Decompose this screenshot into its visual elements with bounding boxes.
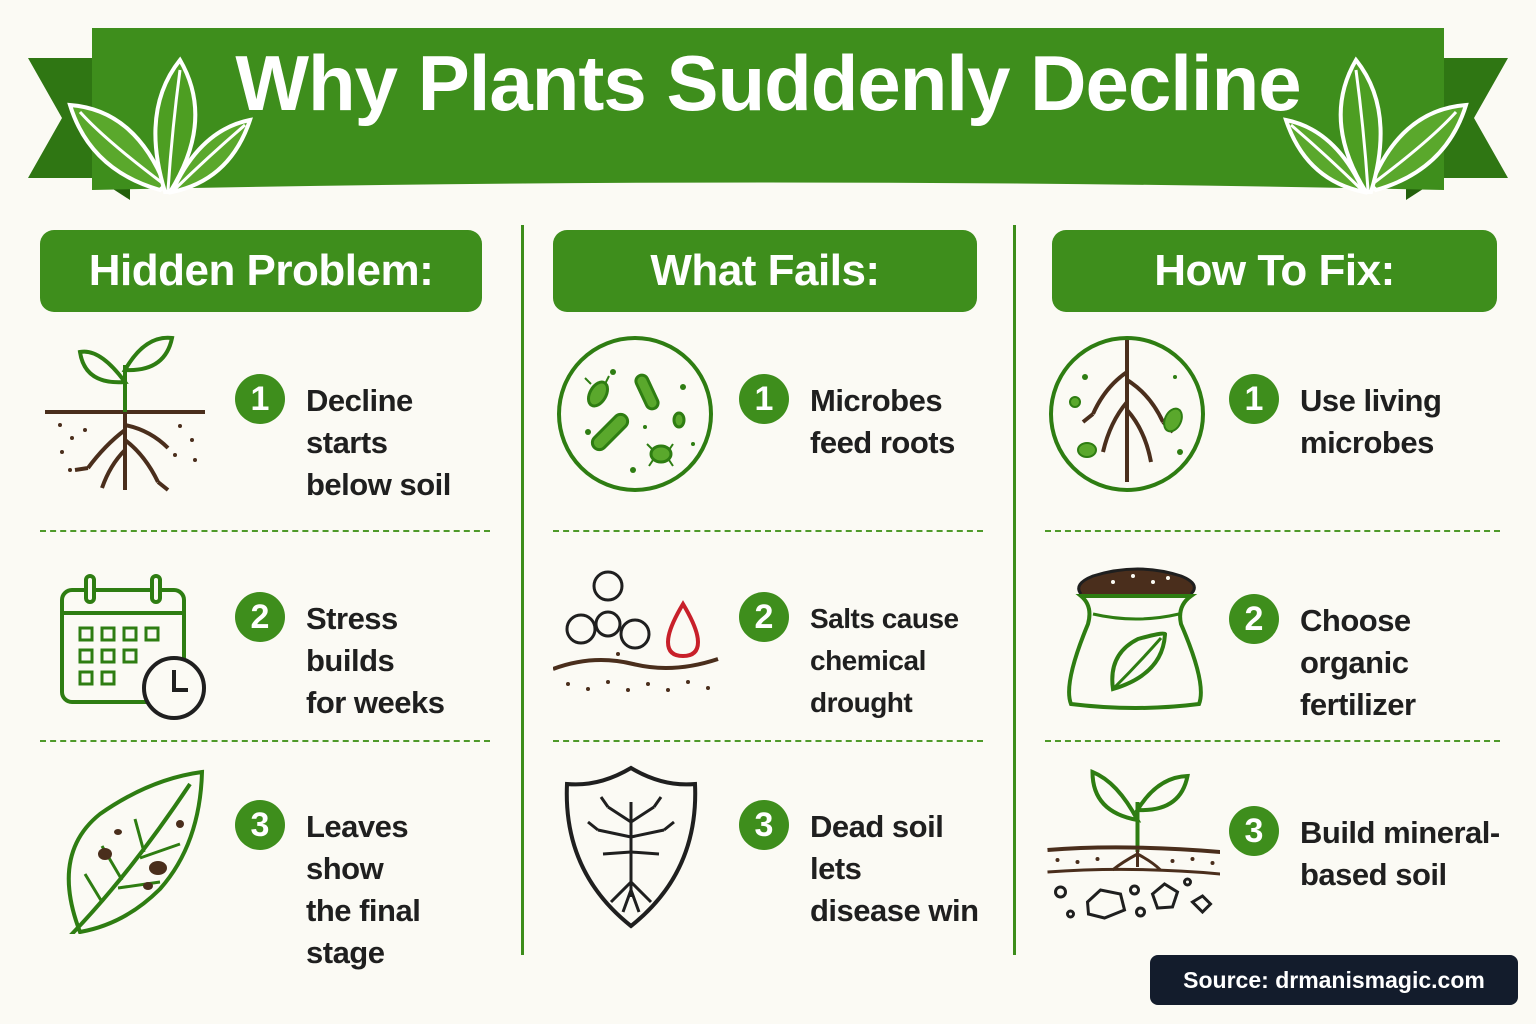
dashed-separator <box>1045 530 1500 532</box>
item-text: Use living microbes <box>1300 383 1442 460</box>
page-title: Why Plants Suddenly Decline <box>235 39 1301 127</box>
roots-microbes-circle-icon <box>1049 336 1205 492</box>
column-divider <box>521 225 524 955</box>
item-text: Salts cause chemical drought <box>810 603 959 718</box>
shield-tree-icon <box>564 765 698 929</box>
number-badge: 3 <box>235 800 285 850</box>
calendar-clock-icon <box>60 574 206 720</box>
number-badge: 2 <box>235 592 285 642</box>
list-item: 1 Use living microbes <box>1045 330 1500 530</box>
title-banner <box>28 28 1508 200</box>
column-header: What Fails: <box>553 230 977 312</box>
list-item: 2 Salts cause chemical drought <box>553 550 983 750</box>
left-leaves-icon <box>67 56 253 195</box>
number-badge: 3 <box>739 800 789 850</box>
item-text: Decline starts below soil <box>306 383 451 502</box>
column-how-to-fix: How To Fix: 1 Use living microbes <box>1045 230 1500 960</box>
dashed-separator <box>40 740 490 742</box>
source-badge: Source: drmanismagic.com <box>1150 955 1518 1005</box>
item-text: Choose organic fertilizer <box>1300 603 1416 722</box>
sprout-roots-icon <box>45 335 205 492</box>
right-leaves-icon <box>1283 56 1469 195</box>
list-item: 3 Leaves show the final stage <box>40 760 490 970</box>
dashed-separator <box>553 530 983 532</box>
item-text: Stress builds for weeks <box>306 601 445 720</box>
column-divider <box>1013 225 1016 955</box>
salt-crystals-drop-icon <box>553 570 719 692</box>
list-item: 2 Choose organic fertilizer <box>1045 550 1500 750</box>
column-header: Hidden Problem: <box>40 230 482 312</box>
list-item: 2 Stress builds for weeks <box>40 550 490 750</box>
dashed-separator <box>40 530 490 532</box>
list-item: 3 Dead soil lets disease win <box>553 760 983 960</box>
spotted-leaf-icon <box>66 769 205 934</box>
sprout-mineral-soil-icon <box>1047 769 1220 920</box>
list-item: 3 Build mineral- based soil <box>1045 760 1500 960</box>
dashed-separator <box>1045 740 1500 742</box>
item-text: Build mineral- based soil <box>1300 815 1500 892</box>
column-hidden-problem: Hidden Problem: 1 Decline starts below s… <box>40 230 490 970</box>
item-text: Dead soil lets disease win <box>810 809 979 928</box>
number-badge: 1 <box>235 374 285 424</box>
number-badge: 2 <box>1229 594 1279 644</box>
number-badge: 1 <box>739 374 789 424</box>
fertilizer-bag-icon <box>1067 567 1203 710</box>
dashed-separator <box>553 740 983 742</box>
number-badge: 1 <box>1229 374 1279 424</box>
list-item: 1 Decline starts below soil <box>40 330 490 530</box>
column-header: How To Fix: <box>1052 230 1497 312</box>
column-what-fails: What Fails: 1 Microbes feed roots <box>553 230 983 960</box>
number-badge: 2 <box>739 592 789 642</box>
list-item: 1 Microbes feed roots <box>553 330 983 530</box>
item-text: Leaves show the final stage <box>306 809 421 970</box>
item-text: Microbes feed roots <box>810 383 955 460</box>
microbes-circle-icon <box>557 336 713 492</box>
number-badge: 3 <box>1229 806 1279 856</box>
